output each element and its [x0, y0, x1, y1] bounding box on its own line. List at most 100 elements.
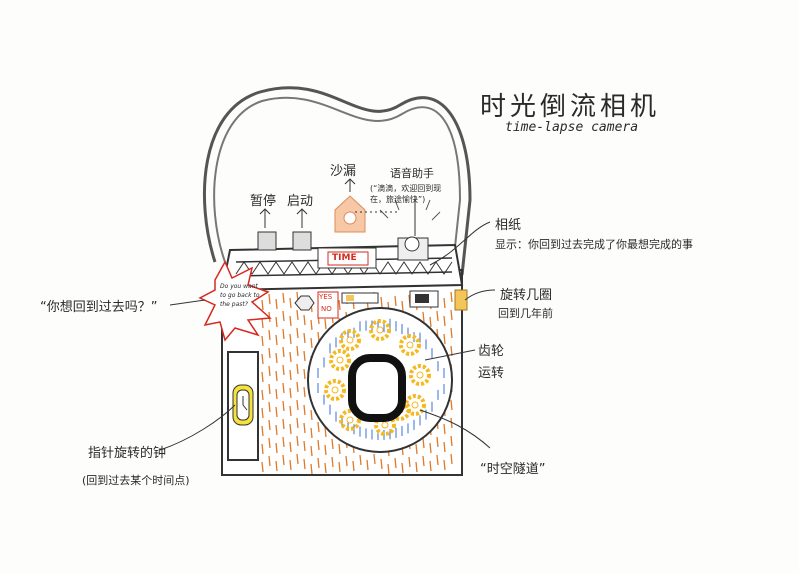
wood-stroke	[296, 381, 299, 393]
arrow-icon	[259, 208, 271, 228]
wood-stroke	[268, 329, 271, 341]
wood-stroke	[317, 421, 320, 433]
time-tunnel	[348, 354, 406, 422]
wood-stroke	[401, 462, 404, 474]
wood-stroke	[261, 443, 264, 455]
wood-stroke	[450, 291, 453, 303]
wood-stroke	[450, 453, 453, 465]
wood-stroke	[324, 318, 327, 330]
wood-stroke	[450, 435, 453, 447]
wood-stroke	[261, 371, 264, 383]
wood-stroke	[310, 319, 313, 331]
wood-stroke	[268, 347, 271, 359]
arrow-icon	[424, 349, 476, 361]
wood-stroke	[289, 423, 292, 435]
wood-stroke	[450, 399, 453, 411]
slider-track	[341, 292, 379, 304]
wood-stroke	[296, 309, 299, 321]
wood-stroke	[450, 417, 453, 429]
wood-stroke	[261, 335, 264, 347]
strap-inner	[213, 96, 462, 276]
label-photo-text: 显示：你回到过去完成了你最想完成的事	[495, 238, 693, 251]
wood-stroke	[352, 460, 355, 472]
wood-stroke	[275, 424, 278, 436]
wood-stroke	[282, 328, 285, 340]
wood-stroke	[275, 406, 278, 418]
wood-stroke	[289, 387, 292, 399]
wood-stroke	[268, 293, 271, 305]
wood-stroke	[443, 315, 446, 327]
wood-stroke	[261, 299, 264, 311]
wood-stroke	[282, 292, 285, 304]
gear-icon	[399, 334, 421, 356]
label-clock-text: (回到过去某个时间点)	[82, 474, 190, 487]
speech-bubble	[198, 260, 272, 342]
gear-hub	[416, 371, 424, 379]
wood-stroke	[261, 425, 264, 437]
wood-stroke	[331, 438, 334, 450]
wood-stroke	[296, 453, 299, 465]
gear-icon	[339, 329, 361, 351]
start-button	[292, 231, 312, 251]
wood-stroke	[268, 455, 271, 467]
time-label: TIME	[332, 253, 357, 263]
voice-dial-knob	[404, 236, 420, 252]
label-gear: 齿轮	[478, 344, 505, 359]
arrow-icon	[344, 178, 356, 192]
wood-stroke	[415, 443, 418, 455]
label-ask: “你想回到过去吗？”	[40, 300, 158, 315]
arrow-icon	[419, 409, 491, 449]
wood-stroke	[338, 299, 341, 311]
wood-stroke	[296, 363, 299, 375]
wood-stroke	[415, 461, 418, 473]
gears	[324, 319, 431, 436]
wood-stroke	[275, 334, 278, 346]
wood-stroke	[429, 442, 432, 454]
viewfinder-glass	[415, 294, 429, 303]
wood-stroke	[275, 316, 278, 328]
wood-stroke	[303, 386, 306, 398]
label-tunnel: “时空隧道”	[480, 462, 546, 477]
wood-stroke	[282, 382, 285, 394]
pause-button	[257, 231, 277, 251]
gear-icon	[324, 379, 346, 401]
hourglass-clock-face	[343, 211, 357, 225]
wood-stroke	[338, 461, 341, 473]
wood-stroke	[436, 454, 439, 466]
label-voice-title: 语音助手	[390, 167, 434, 180]
bubble-text: Do you want to go back to the past?	[220, 283, 260, 308]
wood-stroke	[317, 439, 320, 451]
wood-stroke	[450, 309, 453, 321]
gear-hub	[411, 401, 419, 409]
clock-hand	[242, 404, 248, 411]
label-hourglass: 沙漏	[330, 164, 357, 179]
wood-stroke	[373, 453, 376, 465]
wood-stroke	[310, 427, 313, 439]
wood-stroke	[275, 298, 278, 310]
rotate-knob	[454, 289, 468, 311]
wood-stroke	[296, 417, 299, 429]
wood-stroke	[275, 460, 278, 472]
wood-stroke	[261, 353, 264, 365]
wood-stroke	[289, 315, 292, 327]
wood-stroke	[275, 442, 278, 454]
wood-stroke	[359, 454, 362, 466]
wood-stroke	[268, 383, 271, 395]
wood-stroke	[303, 332, 306, 344]
wood-stroke	[366, 459, 369, 471]
time-plate-border	[327, 251, 369, 266]
label-photo-title: 相纸	[495, 218, 522, 233]
gear-hub	[331, 386, 339, 394]
arrow-icon	[464, 289, 496, 301]
wood-stroke	[289, 351, 292, 363]
page-subtitle: time-lapse camera	[505, 120, 639, 135]
wood-stroke	[331, 456, 334, 468]
wood-stroke	[261, 317, 264, 329]
lens-lines	[317, 318, 445, 440]
gear-hub	[406, 341, 414, 349]
wood-stroke	[436, 310, 439, 322]
wood-stroke	[303, 440, 306, 452]
wood-stroke	[303, 458, 306, 470]
gear-hub	[381, 421, 389, 429]
